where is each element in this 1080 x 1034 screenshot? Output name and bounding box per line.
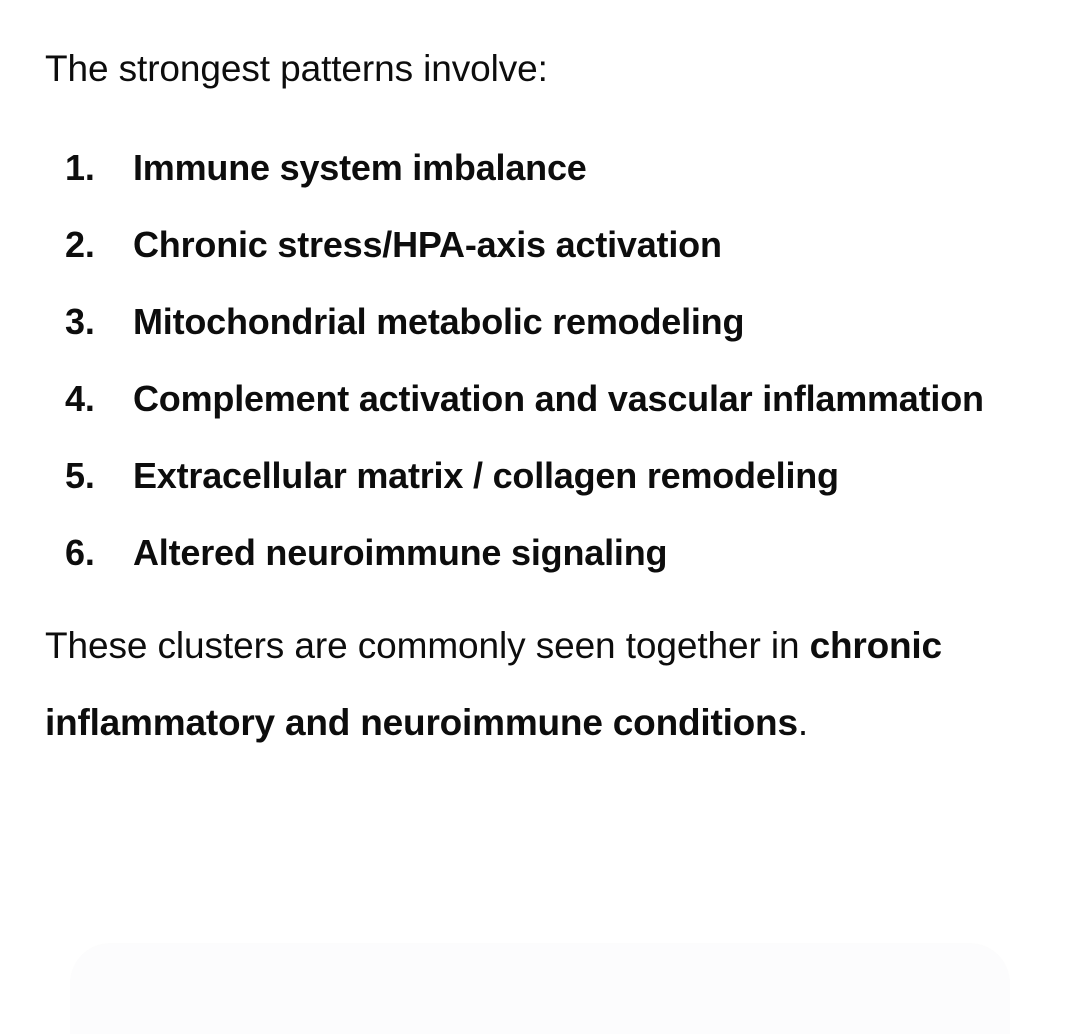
- list-item-label: Altered neuroimmune signaling: [133, 532, 668, 573]
- closing-emphasis-text: chronic inflammatory and neuroimmune con…: [45, 625, 942, 743]
- list-item-label: Extracellular matrix / collagen remodeli…: [133, 455, 839, 496]
- list-item: 2. Chronic stress/HPA-axis activation: [45, 206, 1040, 283]
- intro-paragraph: The strongest patterns involve:: [45, 48, 548, 89]
- assistant-response-screen: The strongest patterns involve: 1. Immun…: [45, 48, 1040, 761]
- closing-lead-text: These clusters are commonly seen togethe…: [45, 625, 810, 666]
- closing-trail-text: .: [797, 702, 809, 743]
- list-item: 6. Altered neuroimmune signaling: [45, 514, 1040, 591]
- list-item-label: Complement activation and vascular infla…: [133, 378, 984, 419]
- list-item-marker: 2.: [65, 224, 95, 265]
- composer-bar[interactable]: [70, 944, 1010, 1034]
- list-item-marker: 1.: [65, 147, 95, 188]
- list-item-label: Immune system imbalance: [133, 147, 587, 188]
- list-item-label: Chronic stress/HPA-axis activation: [133, 224, 722, 265]
- closing-paragraph: These clusters are commonly seen togethe…: [45, 607, 1040, 761]
- list-item-marker: 3.: [65, 301, 95, 342]
- list-item: 4. Complement activation and vascular in…: [45, 360, 1040, 437]
- list-item-marker: 6.: [65, 532, 95, 573]
- list-item-marker: 5.: [65, 455, 95, 496]
- list-item: 1. Immune system imbalance: [45, 129, 1040, 206]
- list-item-label: Mitochondrial metabolic remodeling: [133, 301, 745, 342]
- list-item: 5. Extracellular matrix / collagen remod…: [45, 437, 1040, 514]
- list-item-marker: 4.: [65, 378, 95, 419]
- list-item: 3. Mitochondrial metabolic remodeling: [45, 283, 1040, 360]
- pattern-list: 1. Immune system imbalance 2. Chronic st…: [45, 129, 1040, 591]
- assistant-message: The strongest patterns involve: 1. Immun…: [45, 48, 1040, 761]
